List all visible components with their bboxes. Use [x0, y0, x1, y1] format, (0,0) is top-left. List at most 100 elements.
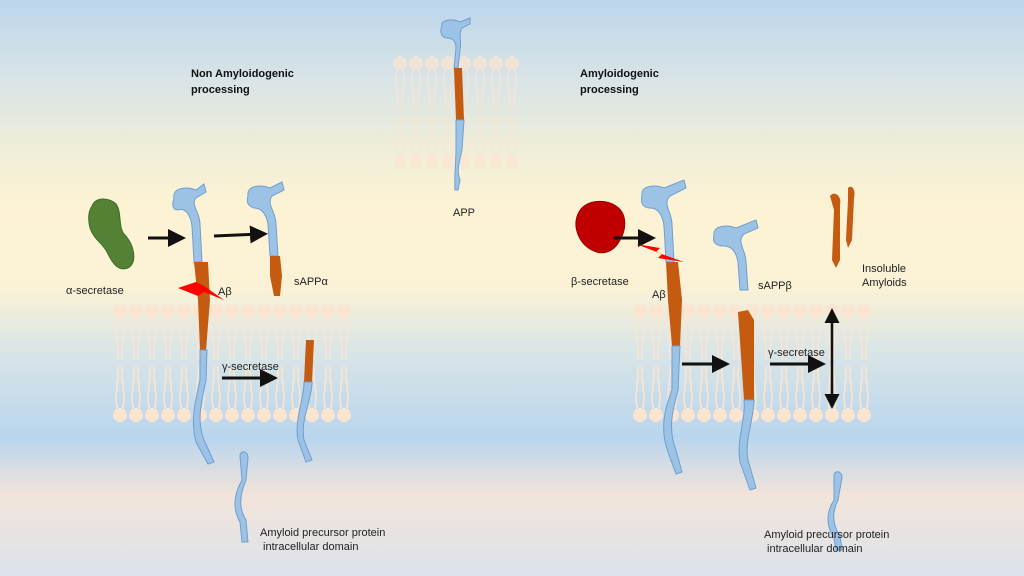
label-aicd-left: Amyloid precursor protein intracellular …	[260, 527, 386, 553]
beta-secretase-enzyme	[575, 200, 626, 254]
lipid-head	[393, 56, 407, 70]
lipid-tail	[715, 317, 725, 361]
lipid-tail	[779, 365, 789, 409]
lipid-head	[209, 408, 223, 422]
lipid-tail	[779, 317, 789, 361]
lipid-tail	[491, 115, 501, 156]
label-abeta-left: Aβ	[218, 286, 232, 298]
lipid-head	[273, 408, 287, 422]
lipid-tail	[227, 365, 237, 409]
lipid-tail	[211, 365, 221, 409]
lipid-head	[649, 304, 663, 318]
lipid-tail	[163, 317, 173, 361]
app-left-protein	[172, 183, 215, 465]
lipid-head	[305, 408, 319, 422]
app-right-protein	[641, 179, 687, 475]
lipid-tail	[211, 317, 221, 361]
lipid-tail	[859, 317, 869, 361]
c83-fragment	[296, 340, 314, 463]
lipid-head	[841, 408, 855, 422]
lipid-tail	[507, 115, 517, 156]
lipid-head	[505, 56, 519, 70]
lipid-tail	[427, 115, 437, 156]
lipid-head	[505, 155, 519, 169]
lipid-head	[337, 408, 351, 422]
sapp-beta-fragment	[713, 219, 759, 291]
lipid-tail	[683, 365, 693, 409]
label-gamma-secretase-left: γ-secretase	[222, 361, 279, 373]
lipid-head	[489, 155, 503, 169]
lipid-tail	[475, 115, 485, 156]
lipid-head	[697, 408, 711, 422]
lipid-tail	[443, 115, 453, 156]
lipid-tail	[843, 317, 853, 361]
lipid-tail	[147, 317, 157, 361]
app-abeta-segment	[454, 68, 464, 120]
lipid-tail	[275, 365, 285, 409]
lipid-head	[857, 408, 871, 422]
lipid-head	[777, 408, 791, 422]
lipid-head	[681, 304, 695, 318]
lipid-head	[273, 304, 287, 318]
lipid-head	[113, 304, 127, 318]
lipid-tail	[163, 365, 173, 409]
membrane-top-app	[393, 56, 519, 169]
lipid-tail	[651, 365, 661, 409]
lipid-head	[257, 304, 271, 318]
lipid-tail	[795, 365, 805, 409]
lipid-head	[321, 408, 335, 422]
lipid-head	[649, 408, 663, 422]
alpha-secretase-enzyme	[88, 198, 135, 270]
lipid-head	[809, 408, 823, 422]
lipid-tail	[635, 317, 645, 361]
lipid-tail	[131, 317, 141, 361]
lipid-tail	[291, 317, 301, 361]
lipid-head	[425, 56, 439, 70]
lipid-tail	[443, 69, 453, 110]
lipid-tail	[227, 317, 237, 361]
lipid-head	[825, 304, 839, 318]
lipid-head	[457, 56, 471, 70]
lipid-head	[177, 408, 191, 422]
lipid-tail	[323, 365, 333, 409]
lipid-head	[713, 408, 727, 422]
lipid-head	[729, 408, 743, 422]
lipid-head	[857, 304, 871, 318]
lipid-tail	[859, 365, 869, 409]
lipid-tail	[131, 365, 141, 409]
lipid-tail	[291, 365, 301, 409]
lipid-head	[225, 408, 239, 422]
lipid-tail	[147, 365, 157, 409]
lipid-head	[761, 304, 775, 318]
sapp-alpha-fragment	[246, 181, 285, 296]
lipid-head	[713, 304, 727, 318]
lipid-tail	[683, 317, 693, 361]
lipid-head	[337, 304, 351, 318]
lipid-head	[129, 408, 143, 422]
lipid-head	[225, 304, 239, 318]
lipid-tail	[651, 317, 661, 361]
lipid-head	[809, 304, 823, 318]
lipid-tail	[275, 317, 285, 361]
lipid-head	[257, 408, 271, 422]
lipid-head	[209, 304, 223, 318]
app-full-protein	[440, 17, 471, 191]
lipid-head	[633, 304, 647, 318]
lipid-tail	[491, 69, 501, 110]
lipid-head	[145, 408, 159, 422]
lipid-head	[425, 155, 439, 169]
lipid-tail	[731, 317, 741, 361]
lipid-head	[145, 304, 159, 318]
label-alpha-secretase: α-secretase	[66, 285, 124, 297]
label-gamma-secretase-right: γ-secretase	[768, 347, 825, 359]
lipid-head	[113, 408, 127, 422]
label-beta-secretase: β-secretase	[571, 276, 629, 288]
lipid-tail	[699, 317, 709, 361]
lipid-tail	[179, 365, 189, 409]
lipid-head	[841, 304, 855, 318]
aicd-left-fragment	[234, 451, 249, 543]
label-app: APP	[453, 207, 476, 219]
lipid-head	[321, 304, 335, 318]
lipid-tail	[395, 115, 405, 156]
lipid-head	[697, 304, 711, 318]
